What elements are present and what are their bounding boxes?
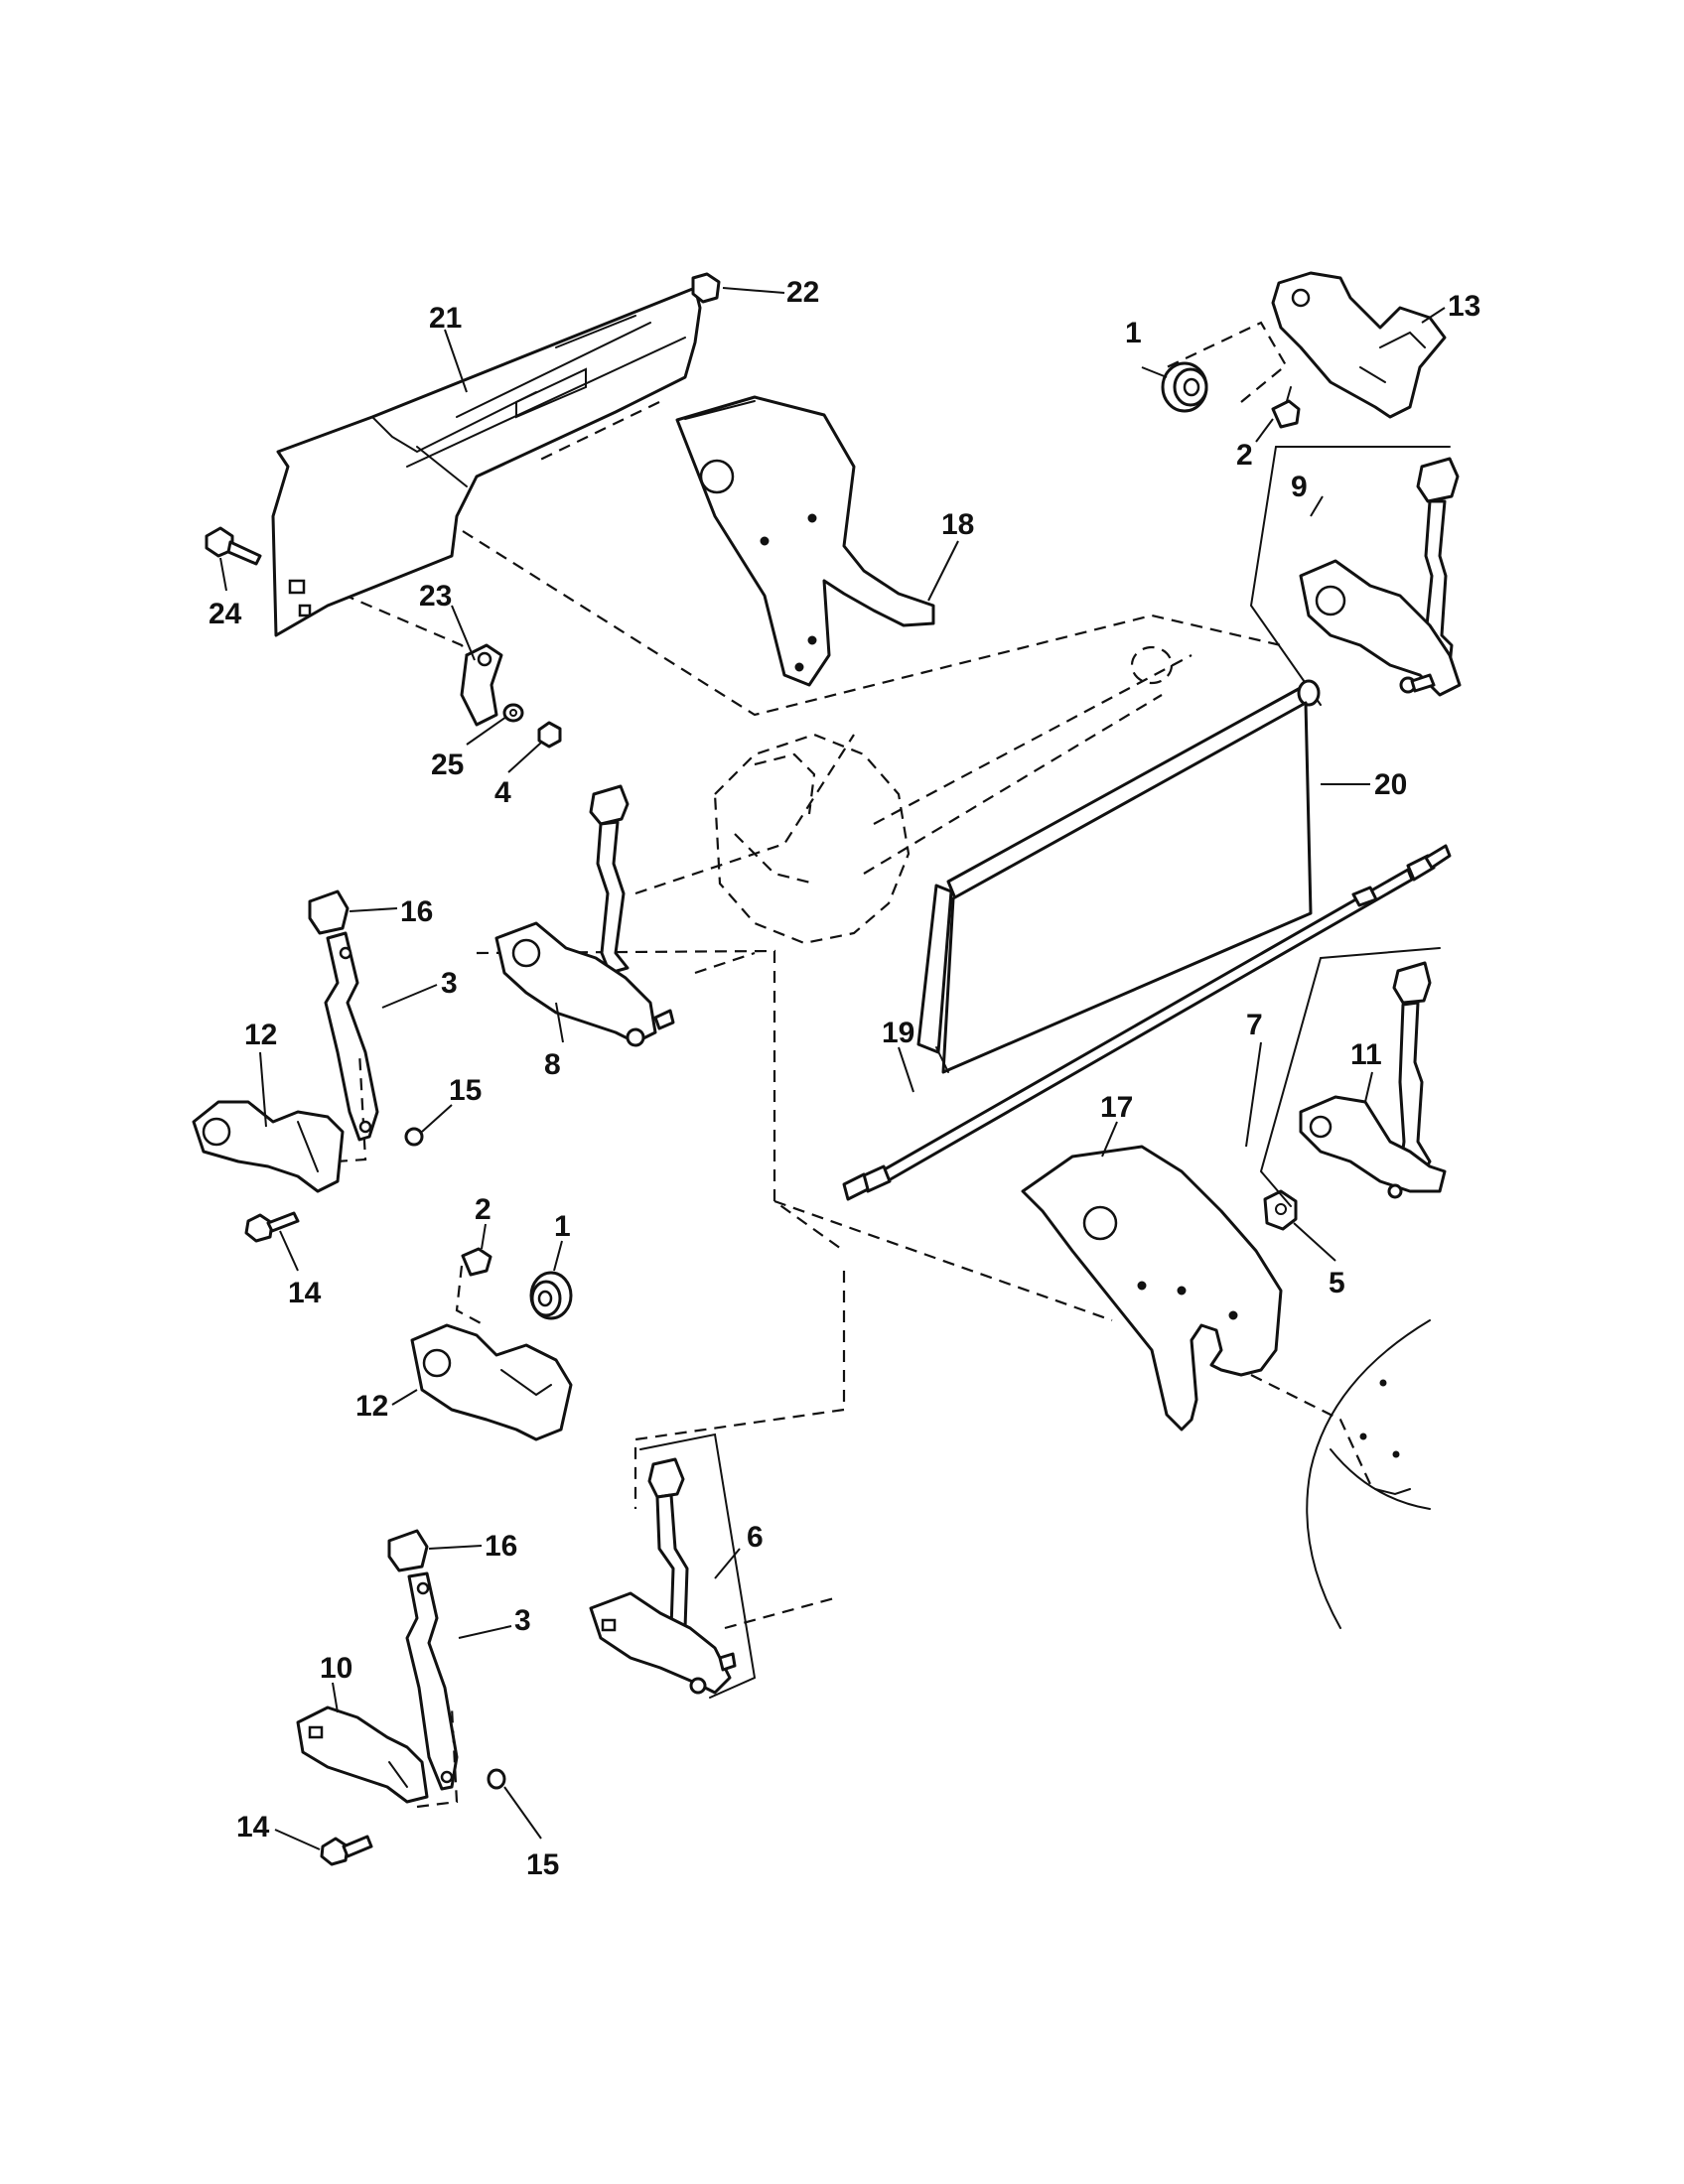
callout-2-middle: 2: [475, 1193, 491, 1226]
part-22-nut: [691, 272, 721, 304]
callout-22: 22: [786, 276, 819, 309]
callout-3-upper: 3: [441, 967, 458, 1000]
part-15-washer-left-upper: [404, 1127, 424, 1147]
callout-1-top: 1: [1125, 317, 1142, 349]
callout-14-upper: 14: [288, 1277, 322, 1309]
callout-12-upper: 12: [244, 1019, 277, 1051]
part-18-sector-plate: [675, 395, 935, 687]
callout-15-upper: 15: [449, 1074, 482, 1107]
callout-21: 21: [429, 302, 462, 335]
callout-15-lower: 15: [526, 1848, 559, 1881]
part-21-channel-bracket: [271, 286, 702, 637]
callout-2-top: 2: [1236, 439, 1253, 472]
part-10-plate-lower: [296, 1706, 429, 1804]
callout-12-middle: 12: [355, 1390, 388, 1423]
part-1-bushing-top: [1161, 361, 1208, 413]
leader-lines: [219, 287, 1446, 1850]
part-1-bushing-middle: [529, 1271, 573, 1320]
part-2-screw-top: [1271, 386, 1301, 429]
part-12-plate-left-upper: [192, 1100, 345, 1193]
part-12-plate-middle: [410, 1323, 573, 1441]
part-11-lever-plate: [1299, 1095, 1447, 1199]
part-19-rod: [842, 844, 1452, 1201]
callout-17: 17: [1100, 1091, 1133, 1124]
callout-9: 9: [1291, 471, 1308, 503]
callout-16-upper: 16: [400, 895, 433, 928]
part-20-panel: [916, 679, 1321, 1074]
callout-8: 8: [544, 1048, 561, 1081]
callout-24: 24: [209, 598, 242, 630]
part-5-gear: [1263, 1189, 1298, 1231]
part-8-lever-assembly: [494, 784, 675, 1047]
callout-5: 5: [1329, 1267, 1345, 1299]
part-4-nut: [537, 721, 562, 749]
part-13-plate: [1271, 271, 1447, 419]
callout-16-lower: 16: [485, 1530, 517, 1563]
assembly-dashed-lines: [287, 321, 1371, 1630]
base-plate-outline: [1306, 1319, 1431, 1629]
callout-19: 19: [882, 1017, 914, 1049]
part-9-lever-assembly: [1249, 446, 1462, 706]
part-15-washer-left-lower: [487, 1768, 506, 1790]
callout-14-lower: 14: [236, 1811, 270, 1843]
part-25-washer: [502, 703, 524, 723]
callout-25: 25: [431, 749, 464, 781]
callout-3-lower: 3: [514, 1604, 531, 1637]
part-17-sector-plate: [1021, 1145, 1283, 1432]
callout-13: 13: [1448, 290, 1480, 323]
callout-23: 23: [419, 580, 452, 613]
part-16-lever-tip-left-lower: [387, 1529, 429, 1572]
part-16-lever-tip-left-upper: [308, 889, 350, 935]
callout-10: 10: [320, 1652, 352, 1685]
part-7-lever-assembly: [1259, 947, 1441, 1207]
part-2-screw-middle: [461, 1247, 492, 1277]
part-24-bolt: [205, 526, 262, 566]
callout-labels: 21 22 24 23 25 4 18 1 13 2 9 20 16 3 12 …: [209, 276, 1480, 1881]
part-14-bolt-left-upper: [244, 1211, 300, 1243]
callout-6: 6: [747, 1521, 764, 1554]
callout-11: 11: [1350, 1038, 1382, 1071]
part-3-link-left-lower: [405, 1571, 459, 1809]
part-3-link-left-upper: [324, 931, 379, 1163]
callout-20: 20: [1374, 768, 1407, 801]
part-23-small-bracket: [460, 643, 503, 727]
callout-1-middle: 1: [554, 1210, 571, 1243]
callout-4: 4: [494, 776, 511, 809]
part-14-bolt-left-lower: [320, 1835, 373, 1866]
callout-7: 7: [1246, 1009, 1263, 1041]
alternator-reference-outline: [713, 645, 1193, 945]
callout-18: 18: [941, 508, 974, 541]
part-6-lever-assembly: [589, 1433, 757, 1699]
